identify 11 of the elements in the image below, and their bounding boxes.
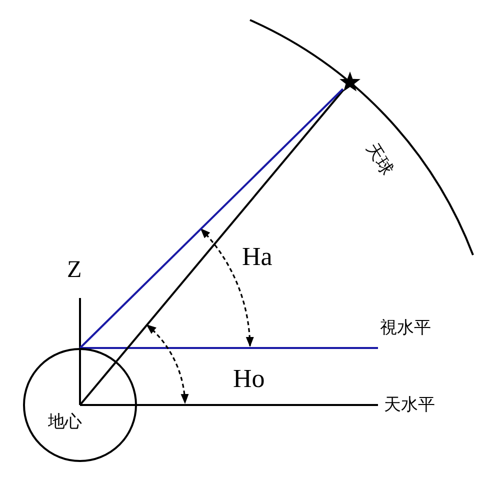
line [79,88,344,349]
earth-circle [23,348,137,462]
angle-label: Ha [242,244,272,270]
line [116,89,344,362]
line-label: 天水平 [384,396,435,413]
node-label: 地心 [48,413,82,430]
arc-label: 天球 [364,140,396,178]
line-label: 視水平 [380,319,431,336]
star-icon [339,71,361,93]
axis-label: Z [67,258,82,282]
angle-label: Ho [233,366,265,392]
